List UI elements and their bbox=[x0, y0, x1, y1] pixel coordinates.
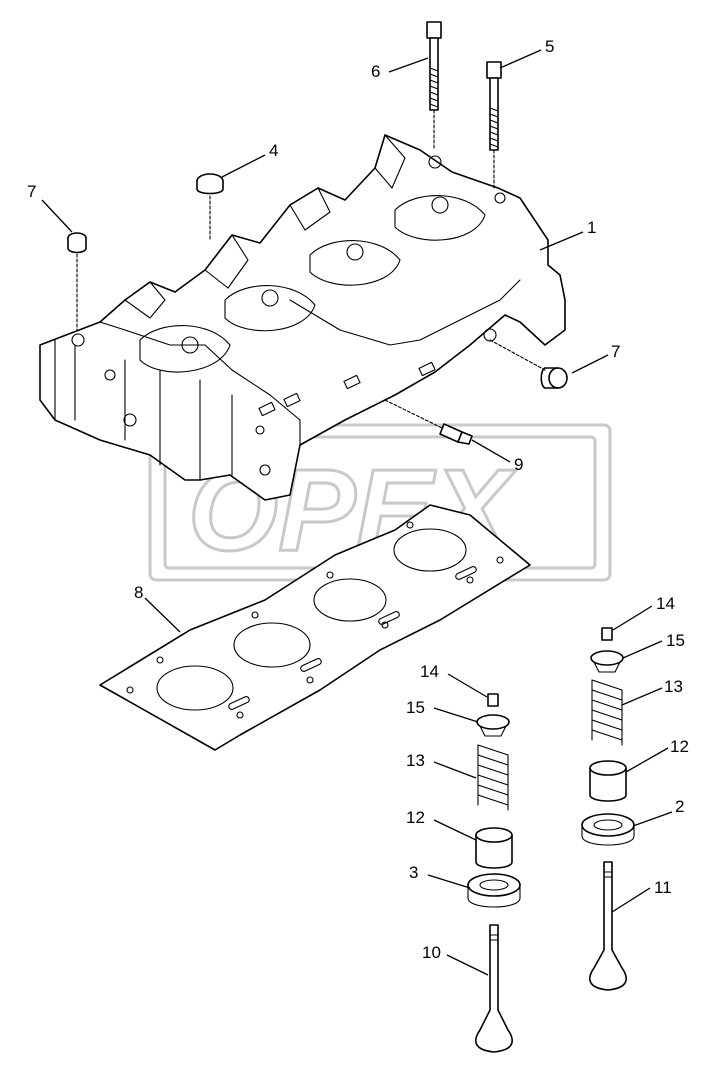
callout-9: 9 bbox=[514, 455, 523, 474]
callout-13-right: 13 bbox=[664, 677, 683, 696]
callout-15-left: 15 bbox=[406, 698, 425, 717]
small-plug-left bbox=[67, 232, 87, 331]
callout-5: 5 bbox=[545, 37, 554, 56]
callout-4: 4 bbox=[269, 141, 278, 160]
head-gasket bbox=[99, 504, 531, 751]
callout-13-left: 13 bbox=[406, 751, 425, 770]
callout-14-left: 14 bbox=[420, 662, 439, 681]
callout-6: 6 bbox=[371, 62, 380, 81]
callout-15-right: 15 bbox=[666, 631, 685, 650]
callout-labels: 1 2 3 4 5 6 7 7 8 9 10 11 12 12 13 13 14… bbox=[27, 37, 689, 962]
callout-7-right: 7 bbox=[611, 342, 620, 361]
callout-11: 11 bbox=[654, 878, 672, 897]
callout-1: 1 bbox=[587, 218, 596, 237]
head-bolt-short bbox=[486, 61, 502, 191]
leader-lines bbox=[41, 49, 673, 976]
cylinder-head bbox=[39, 134, 566, 501]
callout-7-left: 7 bbox=[27, 182, 36, 201]
valve-stack-left bbox=[467, 693, 521, 1053]
small-plug-right bbox=[489, 339, 568, 389]
callout-3: 3 bbox=[409, 863, 418, 882]
callout-8: 8 bbox=[134, 583, 143, 602]
sealing-plug bbox=[196, 173, 224, 241]
temperature-sensor bbox=[384, 399, 473, 445]
head-bolt-long bbox=[426, 21, 442, 151]
callout-2: 2 bbox=[675, 797, 684, 816]
valve-stack-right bbox=[581, 627, 635, 991]
callout-12-right: 12 bbox=[670, 737, 689, 756]
callout-14-right: 14 bbox=[656, 594, 675, 613]
callout-12-left: 12 bbox=[406, 808, 425, 827]
callout-10: 10 bbox=[422, 943, 441, 962]
